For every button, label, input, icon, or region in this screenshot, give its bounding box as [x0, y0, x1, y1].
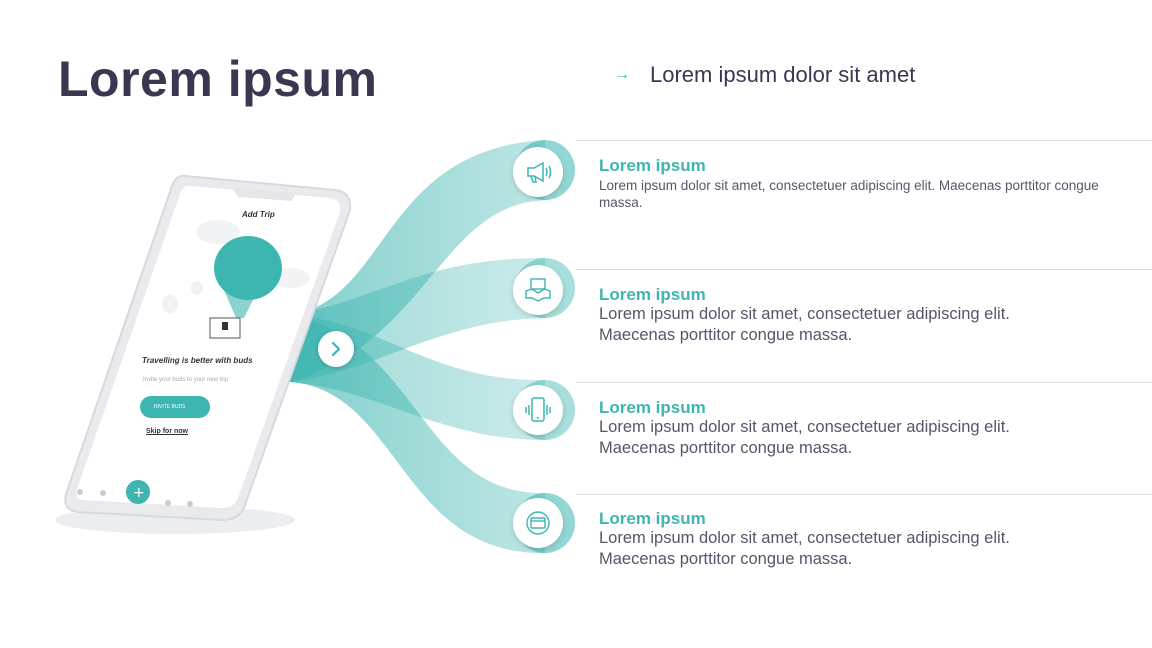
- item-title-3: Lorem ipsum: [599, 398, 706, 417]
- divider-3: [576, 382, 1152, 383]
- arrow-right-icon: →: [614, 66, 630, 83]
- item-title-4: Lorem ipsum: [599, 509, 706, 528]
- item-desc-1: Lorem ipsum dolor sit amet, consectetuer…: [599, 178, 1099, 210]
- phone-headline: Travelling is better with buds: [142, 356, 253, 365]
- page-title: Lorem ipsum: [58, 51, 378, 107]
- phone-skip-link: Skip for now: [146, 428, 188, 435]
- phone-illustration: +: [55, 174, 352, 534]
- monitor-icon: [513, 498, 563, 548]
- ribbon-4: [290, 315, 545, 554]
- item-desc-3: Lorem ipsum dolor sit amet, consectetuer…: [599, 418, 1010, 457]
- divider-2: [576, 269, 1152, 270]
- megaphone-icon: [513, 147, 563, 197]
- item-title-2: Lorem ipsum: [599, 285, 706, 304]
- phone-invite-button: INVITE BUDS: [154, 404, 186, 410]
- item-desc-2: Lorem ipsum dolor sit amet, consectetuer…: [599, 305, 1010, 344]
- subtitle-row: → Lorem ipsum dolor sit amet: [614, 62, 915, 88]
- handshake-icon: [513, 265, 563, 315]
- phone-caption: Invite your buds to your new trip: [143, 377, 229, 383]
- svg-text:+: +: [133, 485, 145, 501]
- phone-screen-title: Add Trip: [242, 210, 275, 219]
- chevron-right-icon: [318, 331, 354, 367]
- page-subtitle: Lorem ipsum dolor sit amet: [650, 62, 916, 87]
- divider-4: [576, 494, 1152, 495]
- item-title-1: Lorem ipsum: [599, 156, 706, 175]
- item-desc-4: Lorem ipsum dolor sit amet, consectetuer…: [599, 529, 1010, 568]
- divider-1: [576, 140, 1152, 141]
- smartphone-icon: [513, 385, 563, 435]
